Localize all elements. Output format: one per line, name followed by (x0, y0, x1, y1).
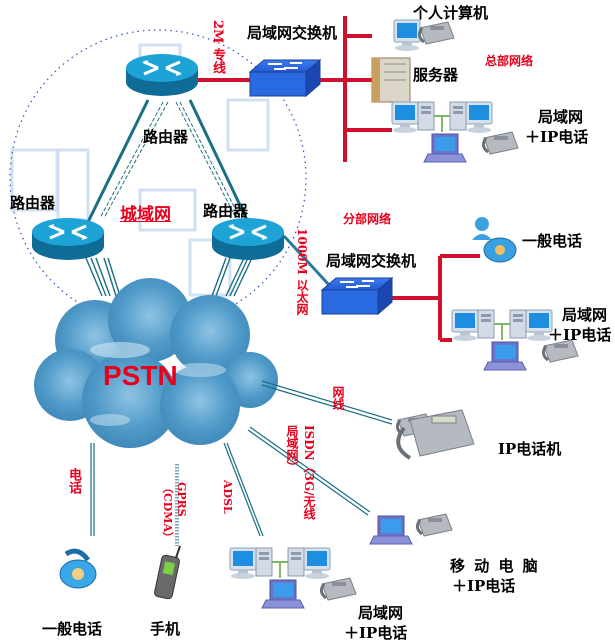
router-left-label: 路由器 (10, 194, 56, 212)
branch-section-label: 分部网络 (343, 212, 392, 226)
link-gprs-label: GPRS（CDMA） (161, 482, 188, 544)
hq-bus (343, 16, 392, 162)
plain-phone-label: 一般电话 (42, 620, 103, 638)
adsl-lan-icon (230, 548, 356, 608)
hq-lan-label-1: 局域网 (538, 108, 584, 126)
hq-switch-icon (249, 59, 321, 97)
ip-phone-label: IP电话机 (498, 440, 562, 458)
link-1000m-label: 1000M 以太网 (295, 228, 309, 315)
pstn-label: PSTN (103, 360, 178, 391)
metro-label: 城域网 (120, 205, 171, 225)
adsl-lan-label-1: 局域网 (358, 604, 404, 622)
mobile-phone-icon (154, 545, 181, 600)
mobile-pc-label-1: 移 动 电 脑 (450, 557, 540, 575)
branch-switch-icon (321, 277, 393, 315)
router-backup-links (99, 101, 241, 219)
branch-phone-icon (472, 217, 517, 263)
router-left-icon (30, 216, 106, 262)
hq-section-label: 总部网络 (485, 54, 534, 68)
link-2m-label: 2M 专线 (210, 20, 225, 74)
link-phone-label: 电话 (66, 468, 81, 494)
pstn-cloud (34, 278, 278, 448)
router-pstn-links (85, 257, 253, 297)
ip-phone-icon-large (396, 409, 475, 460)
router-links (86, 99, 250, 223)
mobile-phone-label: 手机 (150, 620, 181, 638)
plain-phone-icon (59, 548, 97, 589)
link-adsl-label: ADSL (221, 480, 234, 514)
server-label: 服务器 (413, 66, 459, 84)
branch-lan-label-2: ＋IP电话 (548, 326, 612, 344)
adsl-lan-label-2: ＋IP电话 (344, 624, 408, 642)
mobile-pc-icon (369, 512, 454, 545)
pc-label: 个人计算机 (413, 4, 489, 22)
hq-switch-label: 局域网交换机 (247, 24, 338, 42)
hq-lan-label-2: ＋IP电话 (525, 128, 589, 146)
hq-lan-icon (392, 102, 518, 162)
pstn-links (90, 380, 393, 537)
server-icon (371, 57, 411, 103)
branch-bus (392, 254, 480, 342)
link-1000m-ethernet (282, 234, 332, 288)
branch-phone-label: 一般电话 (522, 232, 583, 250)
branch-switch-label: 局域网交换机 (326, 252, 417, 270)
link-net-label: 网线 (331, 386, 345, 410)
router-right-icon (210, 216, 286, 262)
hq-pc-icon (393, 19, 456, 52)
link-isdn-label: ISDN（3G/无线局域网） (285, 425, 316, 520)
mobile-pc-label-2: ＋IP电话 (452, 577, 516, 595)
router-top-icon (124, 52, 200, 98)
router-top-label: 路由器 (143, 128, 189, 146)
router-right-label: 路由器 (203, 202, 249, 220)
branch-lan-label-1: 局域网 (562, 306, 608, 324)
